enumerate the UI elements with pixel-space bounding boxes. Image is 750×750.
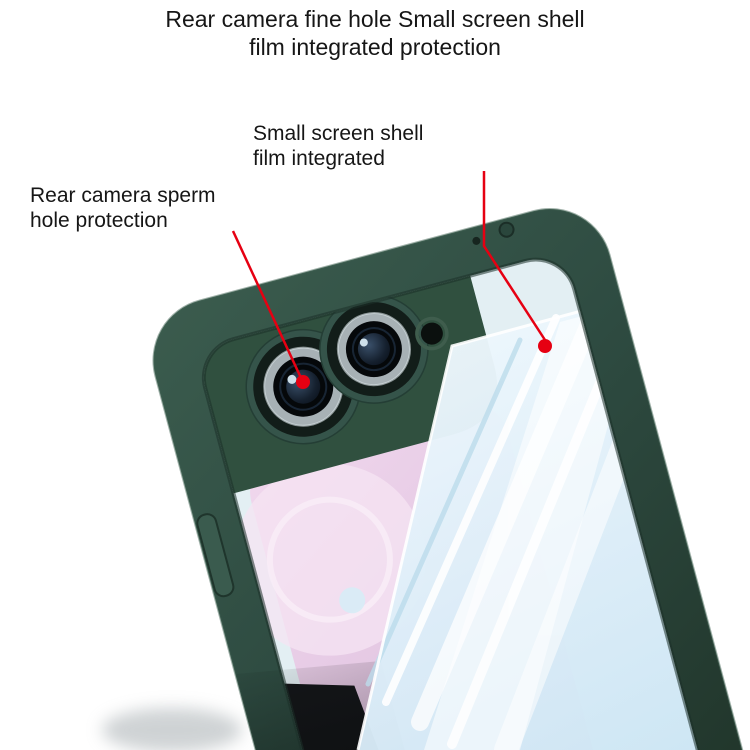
flash-fine-hole: [415, 316, 449, 351]
bottom-shading: [235, 660, 465, 750]
hinge-pin: [498, 221, 515, 238]
glass-streak: [382, 314, 560, 706]
callout-screen-line-2: film integrated: [253, 147, 385, 171]
title-line-2: film integrated protection: [249, 33, 501, 60]
callout-label-screen-film: Small screen shell film integrated: [253, 121, 423, 171]
callout-camera-line-1: Rear camera sperm: [30, 184, 216, 207]
callout-camera-line-2: hole protection: [30, 209, 168, 233]
window-rim: [201, 257, 739, 750]
cover-screen-dot: [339, 587, 366, 614]
glass-streak: [411, 299, 605, 731]
cover-screen-ring: [266, 496, 393, 623]
ground-shadow: [102, 708, 242, 750]
callout-line-camera: [231, 230, 303, 379]
callout-dot-camera: [296, 375, 310, 389]
callout-screen-line-1: Small screen shell: [253, 122, 424, 145]
cover-screen-highlight: [233, 463, 426, 656]
page-title: Rear camera fine hole Small screen shell…: [0, 6, 750, 61]
callout-line-screen: [482, 171, 547, 341]
title-line-1: Rear camera fine hole Small screen shell: [165, 6, 585, 32]
mic-hole: [472, 236, 481, 245]
callout-annotations: [231, 171, 552, 389]
side-button: [196, 513, 235, 598]
camera-lens-2: [319, 294, 429, 404]
callout-dot-screen: [538, 339, 552, 353]
glass-streak-blue: [365, 337, 523, 687]
callout-label-camera-hole: Rear camera sperm hole protection: [30, 183, 216, 233]
